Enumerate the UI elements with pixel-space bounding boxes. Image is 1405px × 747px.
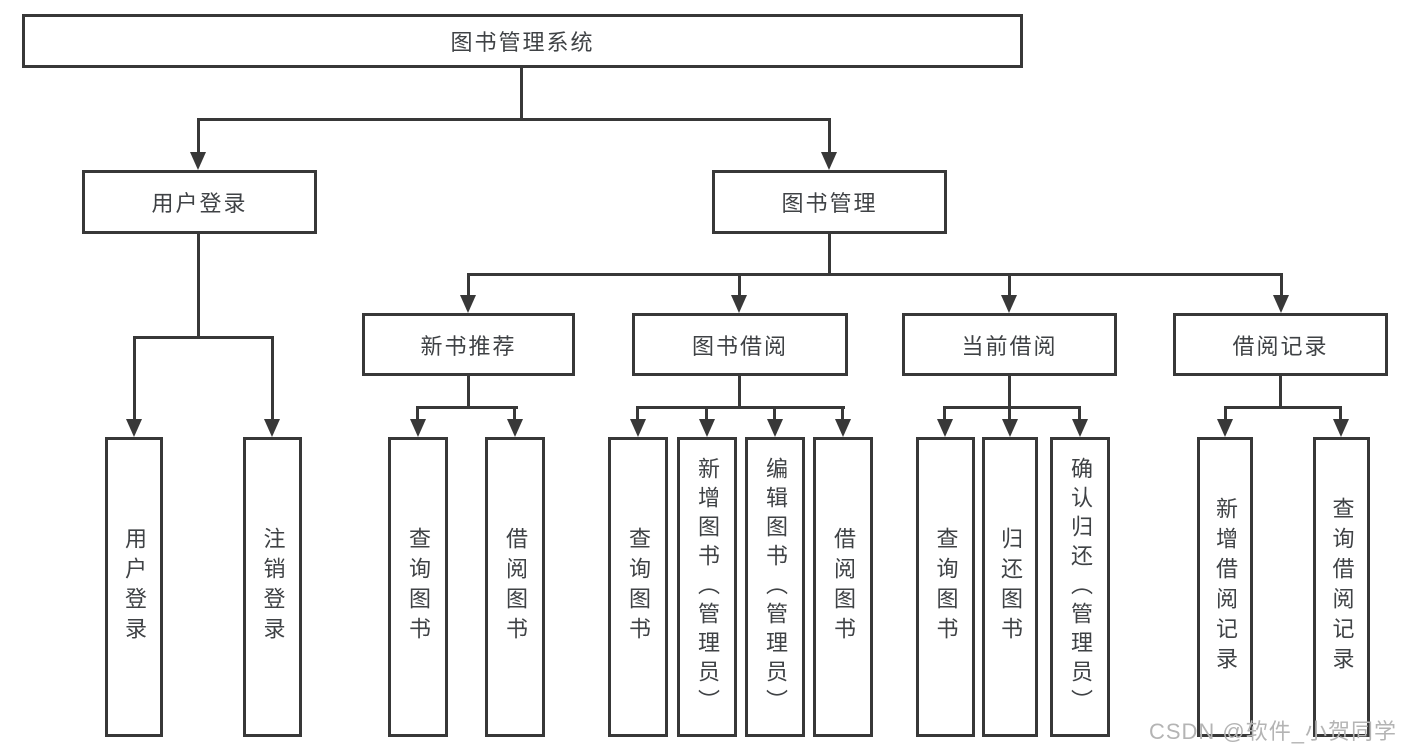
arrow-down-icon	[630, 419, 646, 437]
connector-line	[271, 336, 274, 420]
connector-line	[773, 406, 776, 420]
leaf-borrow-books: 借阅图书	[813, 437, 873, 737]
arrow-down-icon	[410, 419, 426, 437]
connector-line	[705, 406, 708, 420]
arrow-down-icon	[126, 419, 142, 437]
arrow-down-icon	[731, 295, 747, 313]
node-label: 图书管理系统	[450, 30, 595, 55]
leaf-label: 借阅图书	[831, 527, 856, 647]
connector-line	[636, 406, 845, 409]
connector-line	[738, 273, 741, 299]
leaf-query-books-borrowing: 查询图书	[608, 437, 668, 737]
connector-line	[520, 68, 523, 118]
connector-line	[416, 406, 518, 409]
arrow-down-icon	[507, 419, 523, 437]
arrow-down-icon	[767, 419, 783, 437]
leaf-label: 归还图书	[998, 527, 1023, 647]
connector-line	[197, 234, 200, 336]
arrow-down-icon	[1217, 419, 1233, 437]
node-book-borrowing: 图书借阅	[632, 313, 848, 376]
connector-line	[841, 406, 844, 420]
connector-line	[133, 336, 274, 339]
connector-line	[738, 376, 741, 406]
connector-line	[1224, 406, 1342, 409]
connector-line	[1078, 406, 1081, 420]
connector-line	[1224, 406, 1227, 420]
connector-line	[636, 406, 639, 420]
leaf-label: 新增借阅记录	[1213, 497, 1238, 677]
connector-line	[1008, 376, 1011, 406]
connector-line	[416, 406, 419, 420]
leaf-add-borrowing-record: 新增借阅记录	[1197, 437, 1253, 737]
connector-line	[1339, 406, 1342, 420]
connector-line	[467, 273, 470, 299]
leaf-label: 用户登录	[122, 527, 147, 647]
connector-line	[828, 234, 831, 273]
node-new-book-recommendation: 新书推荐	[362, 313, 575, 376]
node-label: 图书管理	[781, 191, 878, 216]
node-library-management-system: 图书管理系统	[22, 14, 1023, 68]
leaf-label: 查询借阅记录	[1329, 497, 1355, 677]
arrow-down-icon	[835, 419, 851, 437]
leaf-query-books-recommendation: 查询图书	[388, 437, 448, 737]
node-label: 新书推荐	[420, 333, 517, 359]
leaf-confirm-return-admin: 确认归还（管理员）	[1050, 437, 1110, 737]
leaf-label: 编辑图书（管理员）	[763, 456, 788, 718]
leaf-label: 借阅图书	[503, 527, 528, 647]
arrow-down-icon	[1002, 419, 1018, 437]
arrow-down-icon	[1273, 295, 1289, 313]
node-current-borrowing: 当前借阅	[902, 313, 1117, 376]
connector-line	[1280, 273, 1283, 299]
leaf-label: 确认归还（管理员）	[1068, 456, 1093, 718]
leaf-logout: 注销登录	[243, 437, 302, 737]
leaf-user-login: 用户登录	[105, 437, 163, 737]
arrow-down-icon	[1072, 419, 1088, 437]
leaf-query-books-current: 查询图书	[916, 437, 975, 737]
arrow-down-icon	[1001, 295, 1017, 313]
arrow-down-icon	[190, 152, 206, 170]
leaf-label: 查询图书	[626, 527, 651, 647]
leaf-label: 新增图书（管理员）	[695, 456, 720, 718]
node-book-management: 图书管理	[712, 170, 947, 234]
node-label: 借阅记录	[1232, 333, 1329, 359]
leaf-return-books: 归还图书	[982, 437, 1038, 737]
connector-line	[1008, 406, 1011, 420]
connector-line	[133, 336, 136, 420]
connector-line	[1279, 376, 1282, 406]
leaf-label: 注销登录	[260, 527, 286, 647]
arrow-down-icon	[1333, 419, 1349, 437]
csdn-watermark: CSDN @软件_小贺同学	[1148, 719, 1397, 744]
connector-line	[467, 376, 470, 406]
node-user-login: 用户登录	[82, 170, 317, 234]
arrow-down-icon	[699, 419, 715, 437]
leaf-edit-books-admin: 编辑图书（管理员）	[745, 437, 805, 737]
connector-line	[1008, 273, 1011, 299]
connector-line	[943, 406, 946, 420]
leaf-borrow-books-recommendation: 借阅图书	[485, 437, 545, 737]
node-borrowing-records: 借阅记录	[1173, 313, 1388, 376]
arrow-down-icon	[937, 419, 953, 437]
node-label: 图书借阅	[691, 333, 788, 359]
arrow-down-icon	[264, 419, 280, 437]
connector-line	[943, 406, 1081, 409]
arrow-down-icon	[460, 295, 476, 313]
arrow-down-icon	[821, 152, 837, 170]
node-label: 当前借阅	[961, 333, 1058, 359]
connector-line	[197, 118, 200, 156]
connector-line	[828, 118, 831, 156]
leaf-add-books-admin: 新增图书（管理员）	[677, 437, 737, 737]
leaf-query-borrowing-record: 查询借阅记录	[1313, 437, 1370, 737]
connector-line	[513, 406, 516, 420]
node-label: 用户登录	[151, 191, 248, 216]
connector-line	[197, 118, 831, 121]
leaf-label: 查询图书	[406, 527, 431, 647]
leaf-label: 查询图书	[933, 527, 959, 647]
connector-line	[467, 273, 1283, 276]
